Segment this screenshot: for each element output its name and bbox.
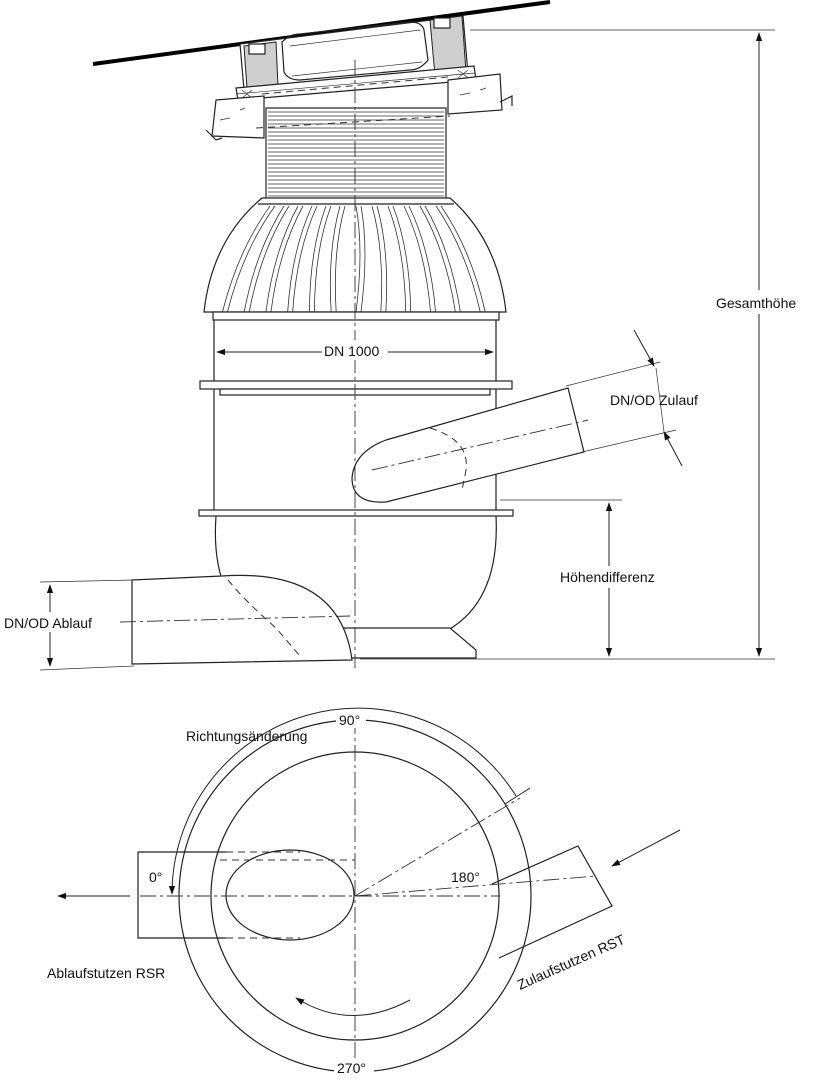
concrete-collar <box>205 73 513 141</box>
cone-rib <box>227 205 276 313</box>
label-hoehendifferenz: Höhendifferenz <box>560 569 655 585</box>
cone-rib <box>287 205 313 313</box>
inlet-stub-top <box>354 845 613 959</box>
label-deg0: 0° <box>149 869 162 885</box>
cone-rib <box>360 205 366 313</box>
dimension-dn: DN 1000 <box>216 340 494 360</box>
outlet-stub-top <box>137 849 355 941</box>
cone-rib <box>309 205 327 313</box>
ground-line <box>92 0 551 66</box>
cone-rib <box>329 205 341 313</box>
cone-rib <box>392 205 412 313</box>
cone-rib <box>248 205 290 313</box>
cone-rib <box>292 205 318 313</box>
label-ablauf: DN/OD Ablauf <box>4 615 92 631</box>
cone-rib <box>403 205 431 313</box>
label-zulaufstutzen: Zulaufstutzen RST <box>515 931 628 993</box>
cone-rib <box>265 205 299 313</box>
dimension-ablauf: DN/OD Ablauf <box>2 579 135 671</box>
cone-rib <box>387 205 407 313</box>
label-richtungsaenderung: Richtungsänderung <box>186 728 307 744</box>
flow-arc-bottom <box>295 997 411 1016</box>
cone-rib <box>376 205 388 313</box>
cone-rib <box>440 205 486 313</box>
cone-rib <box>435 205 481 313</box>
cone-rib <box>314 205 332 313</box>
label-dn: DN 1000 <box>324 343 379 359</box>
inlet-pipe <box>351 387 589 503</box>
outlet-pipe <box>119 574 353 665</box>
dimension-zulauf: DN/OD Zulauf <box>565 329 698 467</box>
label-ablaufstutzen: Ablaufstutzen RSR <box>47 965 165 981</box>
label-gesamthoehe: Gesamthöhe <box>716 295 796 311</box>
shaft-cone <box>203 197 507 321</box>
cone-rib <box>408 205 436 313</box>
cone-rib <box>424 205 461 313</box>
telescope-pipe <box>255 107 451 201</box>
cone-rib <box>334 205 346 313</box>
cone-rib <box>222 205 271 313</box>
cone-rib <box>419 205 456 313</box>
direction-arc <box>168 707 517 895</box>
cone-rib <box>270 205 304 313</box>
dimension-gesamthoehe: Gesamthöhe <box>360 29 808 660</box>
cone-rib <box>371 205 383 313</box>
top-view: Richtungsänderung 90° 0° 180° 270° Ablau… <box>47 707 681 1076</box>
label-deg270: 270° <box>337 1060 366 1076</box>
cone-rib <box>243 205 285 313</box>
inflow-arrow <box>611 829 681 867</box>
label-zulauf: DN/OD Zulauf <box>610 392 698 408</box>
cone-rib <box>355 205 361 313</box>
side-view: Gesamthöhe DN 1000 DN/OD Zulauf Höhendif… <box>2 0 808 671</box>
label-deg90: 90° <box>339 712 360 728</box>
dimension-hoehendifferenz: Höhendifferenz <box>500 499 668 657</box>
label-deg180: 180° <box>451 869 480 885</box>
